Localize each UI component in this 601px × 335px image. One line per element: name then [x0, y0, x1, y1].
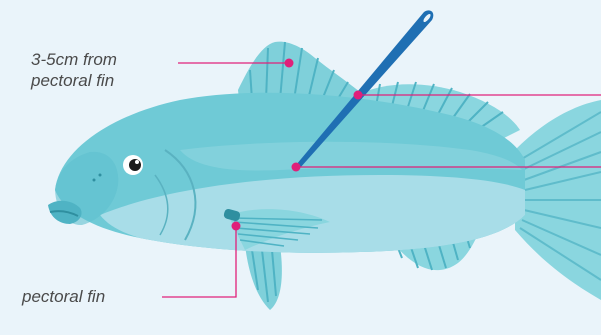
pectoral-fin-label: pectoral fin: [22, 286, 105, 307]
pectoral-fin-marker-dot: [232, 222, 241, 231]
pelvic-fin: [245, 245, 282, 310]
needle-entry-marker-dot: [354, 91, 363, 100]
injection-site-label-line2: pectoral fin: [31, 70, 171, 91]
injection-site-label: 3-5cm from pectoral fin: [31, 49, 171, 91]
tail-fin: [515, 100, 601, 300]
injection-site-label-line1: 3-5cm from: [31, 49, 171, 70]
dorsal-marker-dot: [285, 59, 294, 68]
injection-site-marker-dot: [292, 163, 301, 172]
